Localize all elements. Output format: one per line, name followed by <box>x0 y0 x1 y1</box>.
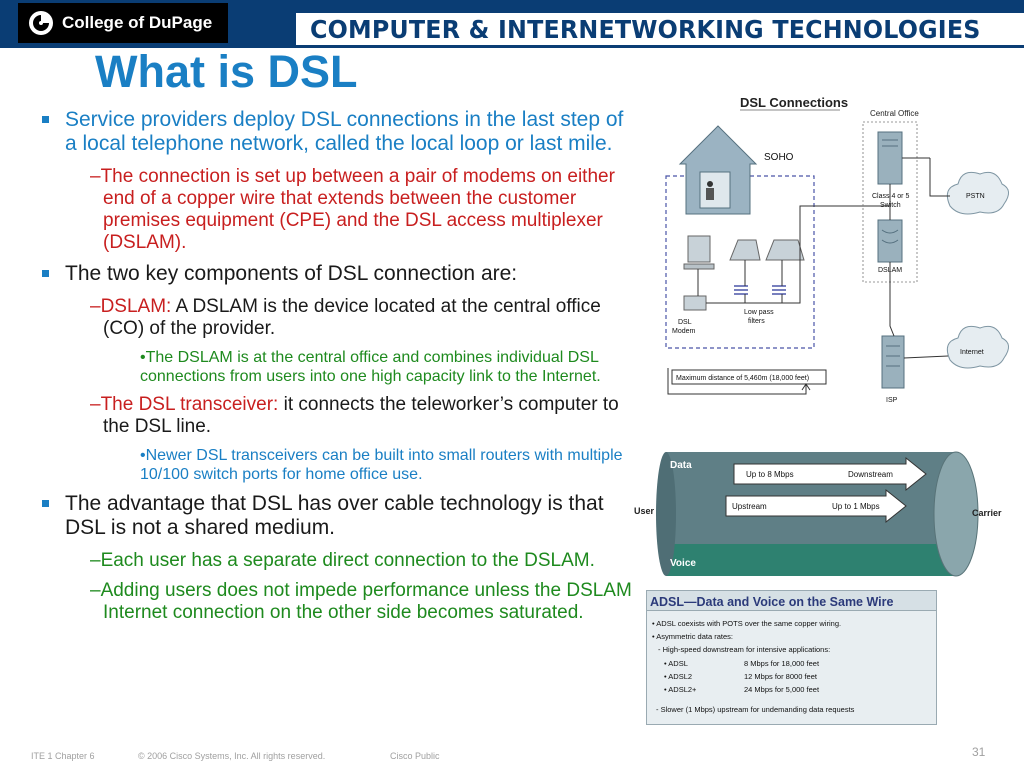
college-logo-text: College of DuPage <box>62 13 213 32</box>
adsl-box-title: ADSL—Data and Voice on the Same Wire <box>650 595 894 609</box>
bullet-3-sub-2: –Adding users does not impede performanc… <box>90 580 632 623</box>
dslam-term: –DSLAM: <box>90 296 172 317</box>
adsl-title-acronym: ADSL <box>650 595 684 609</box>
internet-label: Internet <box>960 349 984 356</box>
central-office-label: Central Office <box>870 109 919 118</box>
adsl-row-3-rate: 24 Mbps for 5,000 feet <box>744 685 820 694</box>
filters-label-2: filters <box>748 318 765 325</box>
downstream-arrow <box>733 456 927 492</box>
max-distance-label: Maximum distance of 5,460m (18,000 feet) <box>676 375 809 382</box>
adsl-line-2: • Asymmetric data rates: <box>652 632 733 641</box>
adsl-line-4: - Slower (1 Mbps) upstream for undemandi… <box>656 705 855 714</box>
adsl-row-2-rate: 12 Mbps for 8000 feet <box>744 672 818 681</box>
bullet-1: Service providers deploy DSL connections… <box>40 108 640 156</box>
dsl-pipe-diagram: Data Voice User Carrier Up to 8 Mbps Dow… <box>634 451 1002 577</box>
program-banner-text: COMPUTER & INTERNETWORKING TECHNOLOGIES <box>310 14 981 44</box>
downstream-label: Downstream <box>848 470 893 479</box>
footer-public: Cisco Public <box>390 751 440 761</box>
adsl-row-1-name: • ADSL <box>664 659 688 668</box>
phone-icon <box>729 239 761 261</box>
switch-label-1: Class 4 or 5 <box>872 193 909 200</box>
upstream-arrow <box>725 488 907 524</box>
adsl-line-3: - High-speed downstream for intensive ap… <box>658 645 830 654</box>
voice-label: Voice <box>670 558 696 569</box>
adsl-row-3-name: • ADSL2+ <box>664 685 697 694</box>
bullet-2-sub-2-detail: •Newer DSL transceivers can be built int… <box>140 447 623 483</box>
upstream-label: Upstream <box>732 502 767 511</box>
bullet-2-sub-2: –The DSL transceiver: it connects the te… <box>40 394 640 438</box>
switch-icon <box>877 131 903 185</box>
adsl-row-2-name: • ADSL2 <box>664 672 692 681</box>
downstream-rate-label: Up to 8 Mbps <box>746 470 794 479</box>
bullet-2-sub-1: –DSLAM: A DSLAM is the device located at… <box>40 296 640 340</box>
dslam-definition: A DSLAM is the device located at the cen… <box>103 296 601 339</box>
dsl-connections-diagram: DSL Connections Central Office SOHO DSL … <box>665 95 1009 404</box>
pstn-cloud-icon <box>946 171 1009 215</box>
dsl-modem-icon <box>683 295 707 311</box>
college-logo: College of DuPage <box>18 3 228 43</box>
filters-label-1: Low pass <box>744 309 774 316</box>
user-label: User <box>634 506 655 516</box>
slide-title: What is DSL <box>95 46 358 97</box>
pstn-label: PSTN <box>966 193 985 200</box>
bullet-3: The advantage that DSL has over cable te… <box>40 492 640 540</box>
pc-icon <box>683 235 715 270</box>
bullet-2-sub-1-detail: •The DSLAM is at the central office and … <box>140 349 601 385</box>
bullet-1-sub-1: –The connection is set up between a pair… <box>90 166 615 253</box>
phone-icon <box>765 239 805 261</box>
upstream-rate-label: Up to 1 Mbps <box>832 502 880 511</box>
bullet-2: The two key components of DSL connection… <box>40 262 640 286</box>
footer-chapter: ITE 1 Chapter 6 <box>31 751 95 761</box>
filter-icon <box>734 285 786 295</box>
isp-server-icon <box>881 335 905 389</box>
data-label: Data <box>670 460 692 471</box>
header-bar: College of DuPage COMPUTER & INTERNETWOR… <box>0 0 1024 48</box>
adsl-row-1-rate: 8 Mbps for 18,000 feet <box>744 659 820 668</box>
dsl-modem-label-2: Modem <box>672 328 696 335</box>
bullet-3-sub-1: –Each user has a separate direct connect… <box>90 550 595 571</box>
diagram-title: DSL Connections <box>740 95 848 110</box>
transceiver-definition: it connects the teleworker’s computer to… <box>103 394 619 437</box>
program-banner: COMPUTER & INTERNETWORKING TECHNOLOGIES <box>296 13 1024 45</box>
slide-body: Service providers deploy DSL connections… <box>40 108 640 632</box>
house-icon <box>678 125 758 215</box>
adsl-info-box: ADSL—Data and Voice on the Same Wire • A… <box>646 590 937 725</box>
adsl-line-1: • ADSL coexists with POTS over the same … <box>652 619 841 628</box>
dsl-modem-label-1: DSL <box>678 319 692 326</box>
transceiver-term: –The DSL transceiver: <box>90 394 279 415</box>
page-number: 31 <box>972 745 986 759</box>
adsl-title-rest: —Data and Voice on the Same Wire <box>684 595 893 609</box>
college-seal-icon <box>29 11 53 35</box>
dslam-icon <box>877 219 903 263</box>
footer-copyright: © 2006 Cisco Systems, Inc. All rights re… <box>138 751 326 761</box>
carrier-label: Carrier <box>972 508 1002 518</box>
isp-label: ISP <box>886 397 898 404</box>
soho-label: SOHO <box>764 152 794 163</box>
internet-cloud-icon <box>946 325 1009 369</box>
